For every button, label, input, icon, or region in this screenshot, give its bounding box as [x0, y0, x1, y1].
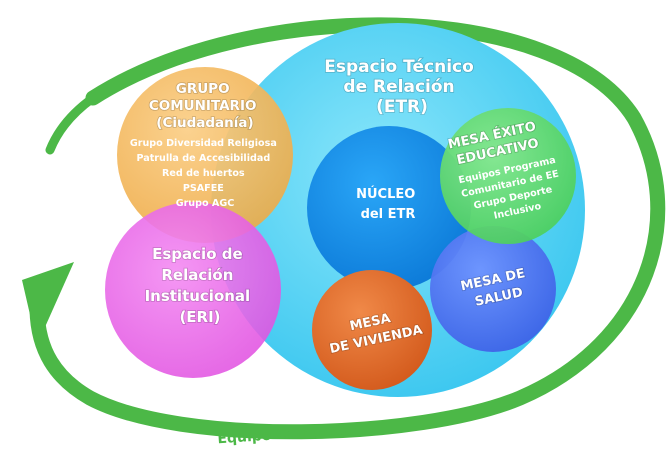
- eri-circle: [105, 202, 281, 378]
- grupo-comunitario-items: Grupo Diversidad Religiosa Patrulla de A…: [130, 138, 280, 209]
- grupo-item: PSAFEE: [183, 183, 224, 194]
- eri-title-line: (ERI): [179, 308, 220, 326]
- mesa-salud-circle: [430, 226, 556, 352]
- grupo-item: Red de huertos: [162, 168, 245, 179]
- etr-title-line: (ETR): [376, 97, 428, 117]
- grupo-comunitario-title: GRUPO COMUNITARIO (Ciudadanía): [149, 81, 261, 131]
- etr-title-line: Espacio Técnico: [324, 57, 474, 77]
- arrow-head: [22, 262, 74, 345]
- grupo-title-line: GRUPO: [176, 81, 230, 97]
- grupo-title-line: COMUNITARIO: [149, 98, 257, 114]
- eri-title: Espacio de Relación Institucional (ERI): [145, 245, 256, 326]
- nucleo-circle: [307, 126, 471, 290]
- etr-title: Espacio Técnico de Relación (ETR): [324, 57, 479, 117]
- etr-title-line: de Relación: [343, 77, 454, 97]
- mesa-exito-circle: [440, 108, 576, 244]
- nucleo-title-line: del ETR: [361, 207, 416, 222]
- arrow-tail: [45, 93, 98, 155]
- grupo-item: Grupo AGC: [176, 198, 235, 209]
- nucleo-title-line: NÚCLEO: [356, 186, 415, 202]
- grupo-title-line: (Ciudadanía): [156, 115, 253, 131]
- eri-title-line: Relación: [161, 266, 233, 284]
- grupo-item: Grupo Diversidad Religiosa: [130, 138, 277, 149]
- eri-title-line: Espacio de: [152, 245, 243, 263]
- eri-title-line: Institucional: [145, 287, 251, 305]
- grupo-comunitario-circle: [117, 67, 293, 243]
- grupo-item: Patrulla de Accesibilidad: [136, 153, 270, 164]
- mesa-vivienda-circle: [312, 270, 432, 390]
- nucleo-title: NÚCLEO del ETR: [356, 186, 420, 222]
